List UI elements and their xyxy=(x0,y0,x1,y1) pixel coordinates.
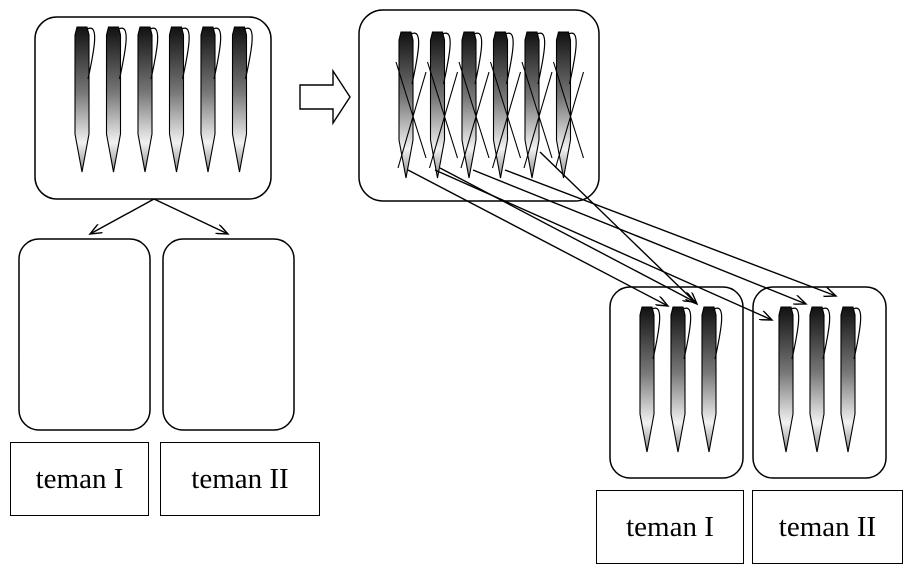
chopstick-icon xyxy=(489,31,522,179)
distribution-arrow xyxy=(439,167,695,302)
chopstick-icon xyxy=(200,26,222,173)
label-friend-1-right: teman I xyxy=(596,490,744,564)
chopstick-icon xyxy=(552,31,585,179)
chopstick-icon xyxy=(74,26,96,173)
chopstick-icon xyxy=(778,306,800,453)
label-friend-2-right: teman II xyxy=(752,490,903,564)
friend-1-container-empty xyxy=(18,238,151,431)
source-sticks-right xyxy=(395,31,585,179)
chopstick-icon xyxy=(458,31,490,179)
distribution-arrow xyxy=(472,169,806,304)
chopstick-icon xyxy=(105,26,127,173)
chopstick-icon xyxy=(639,306,661,453)
friend-2-container-empty xyxy=(162,238,295,431)
chopstick-icon xyxy=(670,306,692,453)
transition-block-arrow xyxy=(299,68,351,126)
split-arrow-left xyxy=(90,198,155,234)
chopstick-icon xyxy=(168,26,190,173)
distribution-arrows xyxy=(407,151,836,320)
chopstick-icon xyxy=(521,31,553,179)
chopstick-icon xyxy=(231,26,253,173)
label-friend-2-left: teman II xyxy=(160,442,320,516)
distribution-arrow xyxy=(539,151,697,304)
label-friend-1-left: teman I xyxy=(10,442,149,516)
chopstick-icon xyxy=(701,306,723,453)
chopstick-icon xyxy=(137,26,159,173)
chopstick-icon xyxy=(809,306,831,453)
friend-2-sticks xyxy=(778,306,862,453)
friend-1-sticks xyxy=(639,306,723,453)
distribution-arrow xyxy=(407,169,668,306)
split-arrow-right xyxy=(153,198,228,234)
distribution-arrow xyxy=(504,169,836,296)
chopstick-icon xyxy=(840,306,862,453)
chopstick-icon xyxy=(426,31,459,179)
chopstick-icon xyxy=(395,31,427,179)
source-sticks-left xyxy=(74,26,253,173)
